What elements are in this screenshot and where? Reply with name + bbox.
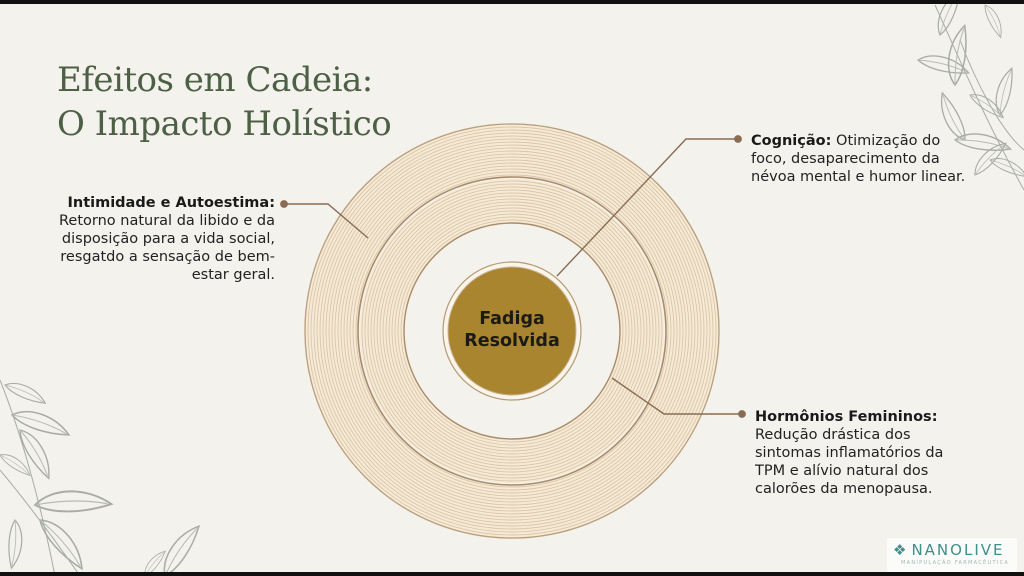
title-line-1: Efeitos em Cadeia: <box>57 60 373 100</box>
connector-cognicao <box>556 135 742 277</box>
center-label: Fadiga Resolvida <box>450 268 574 392</box>
callout-hormonios: Hormônios Femininos: Redução drástica do… <box>755 408 975 498</box>
concentric-rings-diagram <box>0 4 1024 572</box>
brand-name: NANOLIVE <box>911 541 1005 559</box>
center-label-line-1: Fadiga <box>479 309 545 329</box>
slide: Efeitos em Cadeia: O Impacto Holístico F… <box>0 4 1024 572</box>
callout-heading: Hormônios Femininos: <box>755 409 938 425</box>
diamond-cross-icon: ❖ <box>893 541 909 559</box>
leaf-branch-top-right-icon <box>916 4 1024 191</box>
center-node <box>442 261 582 401</box>
connector-hormonios <box>611 377 746 418</box>
callout-cognicao: Cognição: Otimização do foco, desapareci… <box>751 132 966 186</box>
page-title: Efeitos em Cadeia: O Impacto Holístico <box>57 58 392 146</box>
brand-tagline: MANIPULAÇÃO FARMACÊUTICA <box>901 560 1010 566</box>
callout-body: Retorno natural da libido e da disposiçã… <box>58 213 275 283</box>
callout-body: Redução drástica dos sintomas inflamatór… <box>755 427 944 497</box>
brand-logo: ❖ NANOLIVE MANIPULAÇÃO FARMACÊUTICA <box>887 538 1017 572</box>
callout-heading: Cognição: <box>751 133 832 149</box>
callout-heading: Intimidade e Autoestima: <box>67 195 275 211</box>
title-line-2: O Impacto Holístico <box>57 104 392 144</box>
leaf-branch-bottom-left-icon <box>0 375 207 572</box>
outer-ring <box>304 123 720 539</box>
connector-intimidade <box>280 200 369 239</box>
center-label-line-2: Resolvida <box>464 331 560 351</box>
callout-intimidade: Intimidade e Autoestima: Retorno natural… <box>40 194 275 284</box>
callout-body: Otimização do foco, desaparecimento da n… <box>751 133 966 185</box>
brand-logo-wordmark: ❖ NANOLIVE <box>893 541 1004 559</box>
